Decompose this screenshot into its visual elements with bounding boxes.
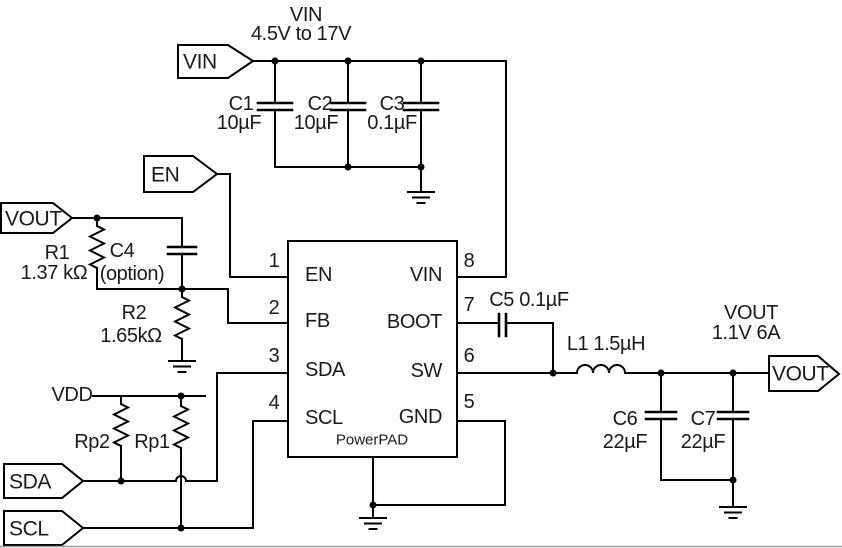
wires: [71, 60, 770, 530]
net-flags: [0, 44, 841, 546]
scl-flag-label: SCL: [9, 517, 49, 541]
wire-c6-leads: [660, 372, 734, 481]
ic-powerpad-label: PowerPAD: [335, 431, 409, 449]
resistors: [87, 224, 192, 450]
vin-flag: [177, 44, 255, 79]
pin-number-4: 4: [268, 392, 280, 414]
pin-number-5: 5: [463, 391, 475, 413]
pin-number-8: 8: [463, 250, 475, 272]
capacitor-c4: [166, 245, 198, 256]
capacitor-c5: [497, 312, 508, 338]
resistor-r2: [172, 295, 192, 341]
res-rp2-label: Rp2: [74, 431, 110, 453]
capacitor-c7: [716, 410, 750, 421]
junction-dots: [93, 57, 737, 532]
cap-c6-ref: C6: [612, 408, 638, 430]
vout-left-flag: [0, 202, 74, 234]
inductor-l1-label: L1 1.5µH: [566, 333, 646, 355]
ic-pin-vin: VIN: [409, 264, 443, 286]
pin-number-2: 2: [268, 297, 280, 319]
scl-flag: [3, 510, 85, 546]
cap-c6-value: 22µF: [602, 431, 648, 453]
en-flag: [143, 155, 219, 193]
sda-flag-label: SDA: [9, 470, 51, 494]
ground-symbols: [168, 191, 747, 530]
ground-r2: [168, 360, 196, 373]
capacitor-c6: [644, 410, 678, 421]
ic-pin-fb: FB: [305, 310, 330, 332]
wire-en: [216, 173, 289, 278]
vdd-label: VDD: [51, 384, 93, 406]
cap-c1-ref: C1: [228, 93, 254, 115]
cap-c7-ref: C7: [690, 408, 716, 430]
ic-body: [287, 240, 458, 458]
pin-number-1: 1: [268, 250, 280, 272]
net-vout-rating: 1.1V 6A: [711, 322, 781, 344]
cap-c3-value: 0.1µF: [367, 112, 417, 134]
cap-c1-value: 10µF: [216, 112, 262, 134]
cap-c4-value: (option): [99, 263, 165, 285]
capacitor-c2: [329, 101, 367, 112]
en-flag-label: EN: [151, 163, 180, 187]
net-vin-range: 4.5V to 17V: [250, 23, 352, 45]
wire-fb: [96, 288, 289, 324]
ground-input: [407, 191, 435, 204]
cap-c5-label: C5 0.1µF: [489, 289, 569, 311]
wire-input-gnd-rail: [274, 166, 422, 193]
pin-number-7: 7: [463, 294, 475, 316]
ic-pin-sw: SW: [410, 360, 443, 382]
net-vin-title: VIN: [289, 4, 323, 26]
res-r2-ref: R2: [121, 302, 147, 324]
cap-c2-value: 10µF: [293, 112, 339, 134]
res-r2-value: 1.65kΩ: [100, 325, 162, 347]
wire-scl: [82, 420, 289, 529]
ic-pin-en: EN: [305, 264, 332, 286]
ic-pin-gnd: GND: [398, 406, 443, 428]
resistor-r1: [87, 224, 107, 270]
vout-left-flag-label: VOUT: [5, 207, 62, 231]
ic-pin-boot: BOOT: [386, 311, 442, 333]
capacitor-c1: [256, 101, 294, 112]
cap-c2-ref: C2: [307, 93, 333, 115]
ic-pin-scl: SCL: [305, 407, 343, 429]
cap-c7-value: 22µF: [680, 431, 726, 453]
res-r1-ref: R1: [44, 242, 70, 264]
cap-c3-ref: C3: [379, 93, 405, 115]
pin-number-3: 3: [268, 345, 280, 367]
ground-output: [719, 506, 747, 519]
vin-flag-label: VIN: [183, 50, 217, 74]
ic-pin-sda: SDA: [305, 359, 345, 381]
capacitor-c3: [402, 101, 440, 112]
resistor-rp2: [111, 402, 131, 448]
pin-number-6: 6: [463, 345, 475, 367]
wire-boot: [456, 322, 554, 374]
resistor-rp1: [171, 404, 191, 450]
ground-powerpad: [359, 517, 387, 530]
sda-flag: [3, 463, 85, 499]
res-r1-value: 1.37 kΩ: [20, 262, 88, 284]
vout-right-flag-label: VOUT: [772, 362, 829, 386]
vout-right-flag: [768, 355, 841, 392]
cap-c4-ref: C4: [109, 240, 135, 262]
wire-sda: [82, 372, 289, 482]
net-vout-title: VOUT: [724, 302, 778, 324]
wire-vin-rail: [252, 60, 507, 278]
res-rp1-label: Rp1: [134, 431, 170, 453]
inductor-l1: [575, 364, 627, 375]
